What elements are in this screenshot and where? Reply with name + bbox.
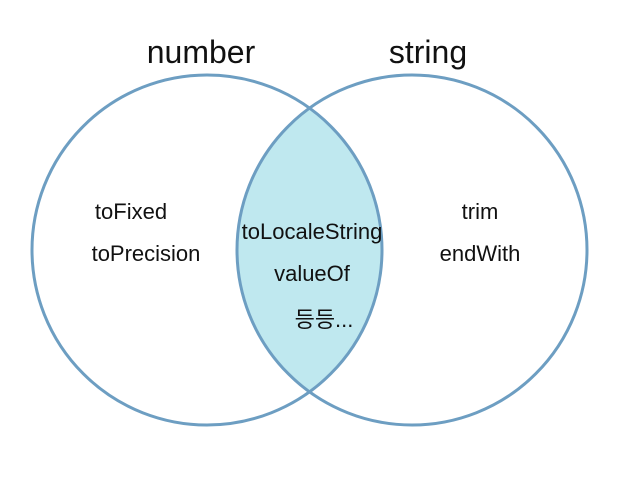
string-member-endwith: endWith <box>440 241 521 266</box>
number-set-title: number <box>147 34 256 70</box>
number-member-tofixed: toFixed <box>95 199 167 224</box>
number-member-toprecision: toPrecision <box>92 241 201 266</box>
intersection-region <box>237 75 382 425</box>
string-set-title: string <box>389 34 467 70</box>
string-member-trim: trim <box>462 199 499 224</box>
shared-member-tolocalestring: toLocaleString <box>242 219 383 244</box>
shared-member-etc: 등등... <box>295 307 354 332</box>
shared-member-valueof: valueOf <box>274 261 351 286</box>
number-set-circle <box>30 73 384 427</box>
string-set-circle <box>235 73 589 427</box>
